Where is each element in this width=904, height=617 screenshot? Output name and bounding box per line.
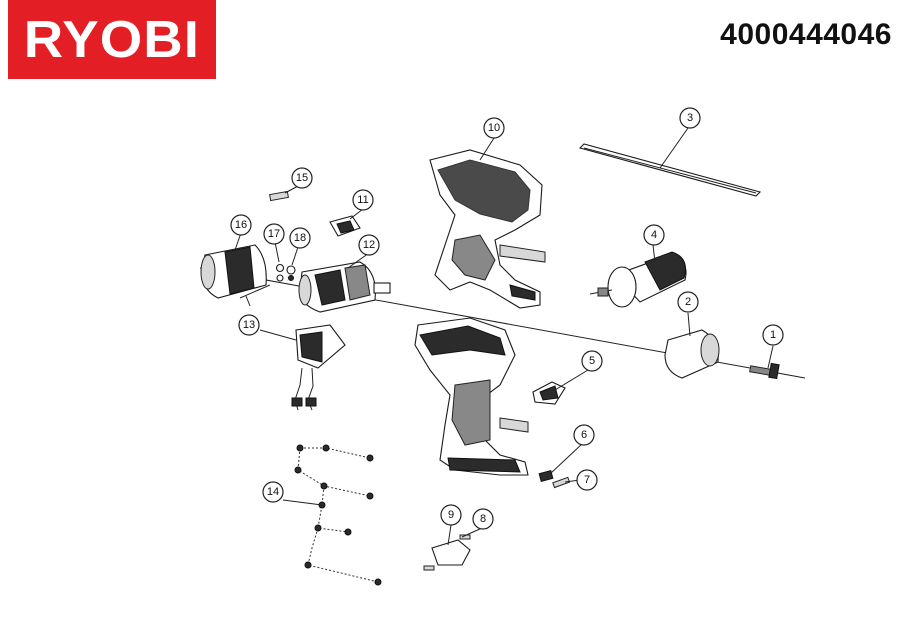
- part-number: 4000444046: [720, 18, 892, 51]
- callout-15: 15: [291, 167, 313, 189]
- logo-wordmark: RYOBI: [23, 10, 201, 69]
- callout-1: 1: [762, 324, 784, 346]
- part-2-chuck: [664, 329, 720, 379]
- callout-10: 10: [483, 117, 505, 139]
- callout-18: 18: [289, 227, 311, 249]
- svg-text:15: 15: [296, 172, 308, 184]
- callout-leaders: [234, 127, 774, 546]
- part-7-pin: [552, 476, 571, 489]
- svg-text:1: 1: [770, 329, 776, 341]
- part-16-motor: [200, 244, 271, 307]
- callout-14: 14: [262, 481, 284, 503]
- callout-12: 12: [358, 234, 380, 256]
- callout-7: 7: [576, 469, 598, 491]
- svg-text:4: 4: [651, 229, 657, 241]
- callout-5: 5: [581, 350, 603, 372]
- callout-6: 6: [573, 424, 595, 446]
- part-17-washer: [275, 263, 285, 282]
- svg-text:5: 5: [589, 355, 595, 367]
- part-13-switch: [291, 324, 346, 411]
- svg-text:16: 16: [235, 219, 247, 231]
- part-5-clip: [532, 381, 566, 405]
- part-3-strip: [578, 143, 762, 197]
- part-8-small-pin: [423, 534, 471, 571]
- part-14-screw-set: [294, 444, 382, 586]
- svg-text:7: 7: [584, 474, 590, 486]
- housing-lower-half: [414, 317, 529, 476]
- svg-text:8: 8: [480, 513, 486, 525]
- svg-text:12: 12: [363, 239, 375, 251]
- part-12-gear-assembly: [298, 261, 391, 313]
- callout-16: 16: [230, 214, 252, 236]
- svg-text:2: 2: [685, 296, 691, 308]
- svg-text:9: 9: [448, 509, 454, 521]
- part-6-spring: [538, 469, 554, 483]
- ryobi-logo: RYOBI: [8, 0, 216, 79]
- svg-text:11: 11: [357, 194, 368, 206]
- part-10-housing-half: [429, 149, 546, 309]
- part-1-screw: [749, 362, 780, 380]
- callout-4: 4: [643, 224, 665, 246]
- part-15-pin: [269, 190, 289, 202]
- callout-2: 2: [677, 291, 699, 313]
- svg-text:14: 14: [267, 486, 279, 498]
- callout-13: 13: [238, 314, 260, 336]
- callout-11: 11: [352, 189, 374, 211]
- svg-text:3: 3: [687, 112, 693, 124]
- svg-text:17: 17: [268, 228, 280, 240]
- callout-9: 9: [440, 504, 462, 526]
- part-11-lever: [329, 215, 361, 237]
- svg-text:18: 18: [294, 232, 306, 244]
- part-18-washer: [286, 265, 296, 281]
- svg-text:10: 10: [488, 122, 500, 134]
- part-9-cover: [431, 539, 471, 566]
- callout-3: 3: [679, 107, 701, 129]
- callout-8: 8: [472, 508, 494, 530]
- part-4-gearbox: [589, 251, 687, 308]
- svg-text:6: 6: [581, 429, 587, 441]
- svg-text:13: 13: [243, 319, 255, 331]
- callout-17: 17: [263, 223, 285, 245]
